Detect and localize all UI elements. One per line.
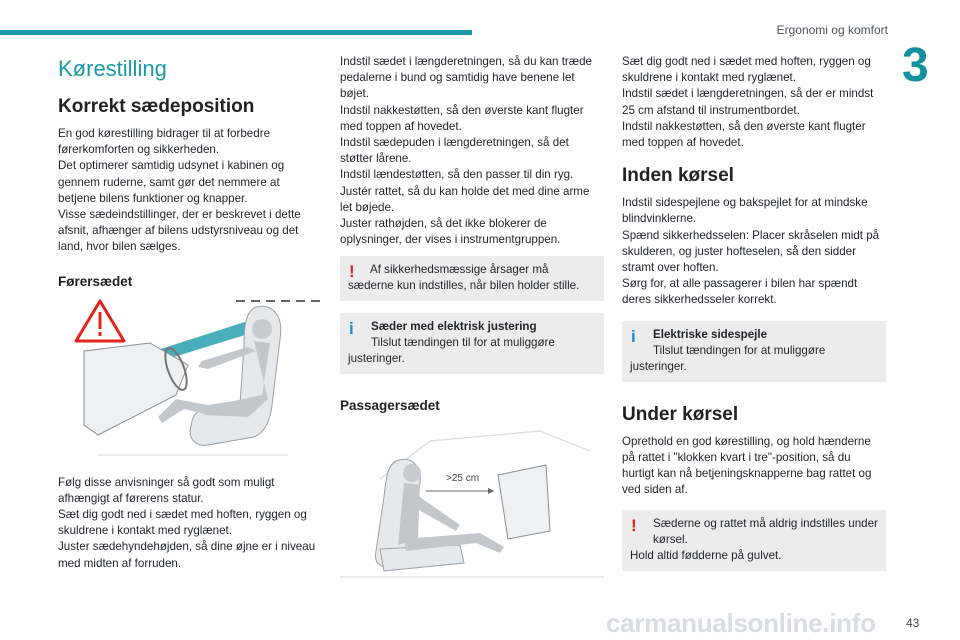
heading-seat-position: Korrekt sædeposition bbox=[58, 96, 255, 117]
column-3: Sæt dig godt ned i sædet med hoften, ryg… bbox=[622, 54, 886, 572]
info-text: Tilslut tændingen til for at muliggøre j… bbox=[348, 336, 555, 366]
intro-text: En god kørestilling bidrager til at forb… bbox=[58, 127, 301, 254]
section-title: Kørestilling bbox=[58, 56, 167, 81]
info-icon: i bbox=[631, 326, 636, 346]
warning-note-driving: ! Sæderne og rattet må aldrig indstilles… bbox=[622, 510, 886, 572]
chapter-number: 3 bbox=[902, 39, 929, 92]
info-title: Sæder med elektrisk justering bbox=[371, 320, 537, 334]
distance-label: >25 cm bbox=[444, 473, 482, 485]
info-title: Elektriske sidespejle bbox=[653, 327, 768, 341]
info-text: Tilslut tændingen for at muliggøre juste… bbox=[630, 343, 826, 373]
column-1: Kørestilling Korrekt sædeposition En god… bbox=[58, 54, 320, 572]
header-accent-bar bbox=[0, 30, 472, 35]
warning-note: ! Af sikkerhedsmæssige årsager må sædern… bbox=[340, 256, 604, 302]
adjust-text: Indstil sædet i længderetningen, så du k… bbox=[340, 55, 592, 247]
warning-text: Hold altid fødderne på gulvet. bbox=[630, 549, 782, 563]
page-number: 43 bbox=[906, 616, 920, 630]
heading-while-driving: Under kørsel bbox=[622, 403, 739, 425]
info-note-mirrors: i Elektriske sidespejle Tilslut tændinge… bbox=[622, 320, 886, 382]
passenger-text: Sæt dig godt ned i sædet med hoften, ryg… bbox=[622, 55, 874, 150]
subheading-passenger-seat: Passagersædet bbox=[340, 398, 440, 414]
chapter-title: Ergonomi og komfort bbox=[776, 23, 888, 37]
info-icon: i bbox=[349, 319, 354, 339]
exclamation-icon: ! bbox=[349, 262, 355, 282]
passenger-seat-figure: >25 cm bbox=[340, 421, 604, 581]
subheading-driver-seat: Førersædet bbox=[58, 273, 133, 289]
info-note: i Sæder med elektrisk justering Tilslut … bbox=[340, 313, 604, 375]
warning-lead: Sæderne og rattet må aldrig indstilles u… bbox=[653, 517, 878, 547]
driver-seat-figure bbox=[58, 295, 320, 467]
heading-before-driving: Inden kørsel bbox=[622, 165, 734, 187]
warning-triangle-icon bbox=[74, 299, 126, 343]
exclamation-icon: ! bbox=[631, 516, 637, 536]
column-2: Indstil sædet i længderetningen, så du k… bbox=[340, 54, 604, 581]
after-figure-text: Følg disse anvisninger så godt som mulig… bbox=[58, 475, 316, 570]
before-driving-text: Indstil sidespejlene og bakspejlet for a… bbox=[622, 196, 880, 307]
watermark: carmanualsonline.info bbox=[606, 608, 876, 638]
while-driving-text: Oprethold en god kørestilling, og hold h… bbox=[622, 434, 872, 497]
warning-text: Af sikkerhedsmæssige årsager må sæderne … bbox=[348, 263, 580, 293]
